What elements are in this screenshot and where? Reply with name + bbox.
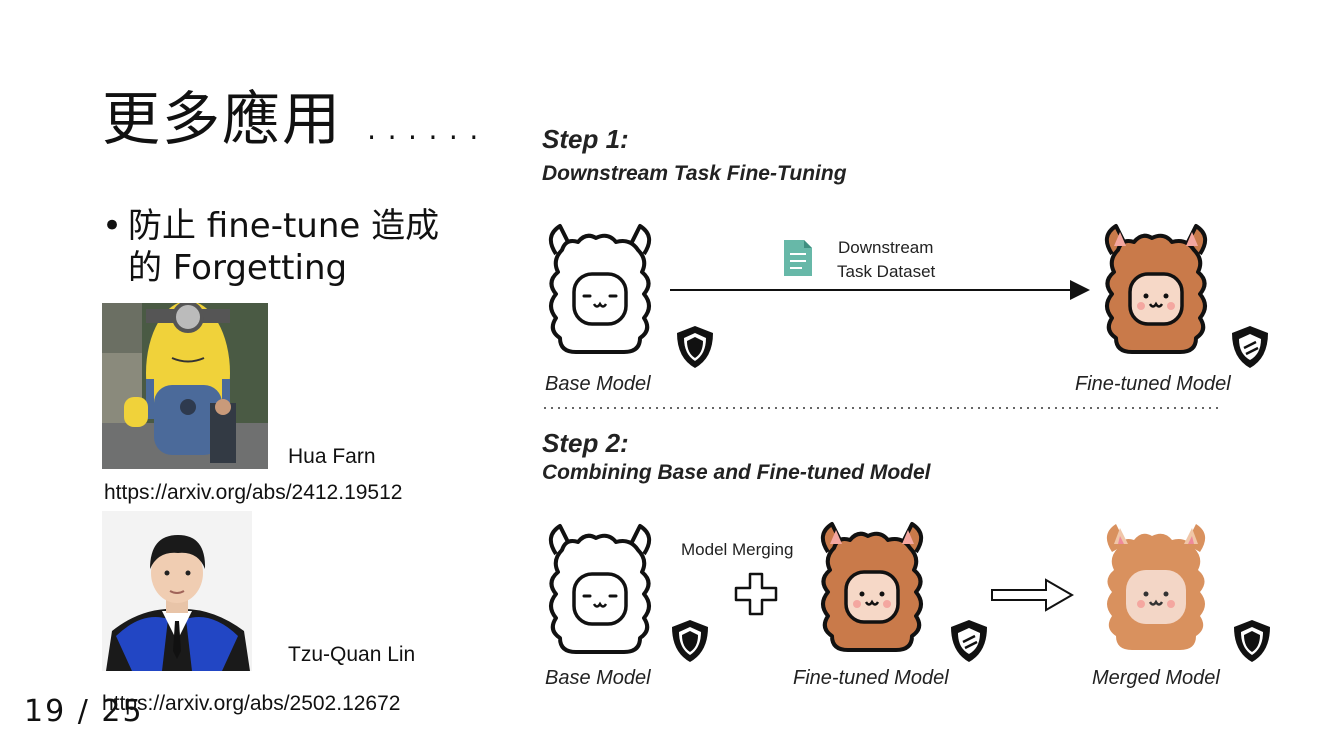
shield-icon (677, 326, 713, 368)
dataset-label-line2: Task Dataset (837, 262, 936, 281)
step1-subtitle: Downstream Task Fine-Tuning (542, 162, 847, 185)
page-number: 19 / 25 (24, 694, 144, 729)
paper-link-1[interactable]: https://arxiv.org/abs/2412.19512 (104, 481, 403, 504)
photo-tzu-quan-lin (102, 511, 252, 671)
paper-link-2[interactable]: https://arxiv.org/abs/2502.12672 (102, 692, 401, 715)
dataset-file-icon (784, 240, 812, 276)
shield-outline-icon (1232, 326, 1268, 368)
figure-graphics (544, 224, 1270, 662)
person-name-2: Tzu-Quan Lin (288, 643, 416, 666)
bullet-text-line1: 防止 fine-tune 造成 (128, 206, 440, 246)
caption-finetuned-model-2: Fine-tuned Model (793, 667, 949, 689)
photo-hua-farn (102, 303, 268, 469)
plus-icon (734, 572, 778, 616)
finetuned-model-alpaca-step2 (820, 522, 924, 652)
shield-icon (672, 620, 708, 662)
shield-outline-icon (951, 620, 987, 662)
caption-base-model-1: Base Model (545, 373, 651, 395)
model-merging-label: Model Merging (681, 540, 794, 559)
dataset-label-line1: Downstream (838, 238, 934, 257)
person-name-1: Hua Farn (288, 445, 376, 468)
bullet-symbol: • (102, 206, 123, 246)
shield-icon (1234, 620, 1270, 662)
caption-base-model-2: Base Model (545, 667, 651, 689)
base-model-alpaca-step2 (548, 524, 652, 654)
merge-arrow-icon (991, 578, 1075, 612)
step1-label: Step 1: (542, 124, 629, 154)
merged-model-alpaca (1106, 524, 1206, 650)
base-model-alpaca-step1 (548, 224, 652, 354)
caption-finetuned-model-1: Fine-tuned Model (1075, 373, 1231, 395)
step2-subtitle: Combining Base and Fine-tuned Model (542, 461, 931, 484)
step2-label: Step 2: (542, 428, 629, 458)
bullet-text-line2: 的 Forgetting (128, 248, 348, 288)
method-figure: Step 1: Downstream Task Fine-Tuning Step… (520, 110, 1320, 710)
caption-merged-model: Merged Model (1092, 667, 1220, 689)
finetuned-model-alpaca-step1 (1104, 224, 1208, 354)
slide-title: 更多應用 ...... (102, 85, 486, 153)
